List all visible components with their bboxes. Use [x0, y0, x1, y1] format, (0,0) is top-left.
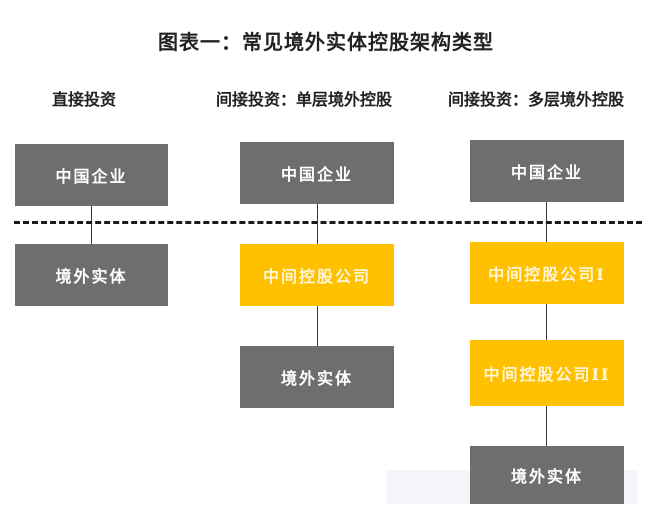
- box-overseas-entity-multi: 境外实体: [470, 446, 624, 504]
- box-chinese-enterprise-single: 中国企业: [240, 142, 394, 204]
- box-overseas-entity-single: 境外实体: [240, 346, 394, 408]
- connector-direct: [91, 206, 92, 244]
- box-intermediate-holding-single: 中间控股公司: [240, 244, 394, 306]
- heading-multi-layer: 间接投资：多层境外控股: [448, 90, 625, 109]
- box-intermediate-holding-2: 中间控股公司II: [470, 340, 624, 406]
- diagram-title: 图表一：常见境外实体控股架构类型: [158, 30, 494, 54]
- heading-single-layer: 间接投资：单层境外控股: [216, 90, 393, 109]
- connector-single-2: [317, 306, 318, 346]
- box-intermediate-holding-1: 中间控股公司I: [470, 242, 624, 304]
- connector-multi-3: [546, 406, 547, 446]
- connector-multi-2: [546, 304, 547, 340]
- box-chinese-enterprise-multi: 中国企业: [470, 140, 624, 202]
- box-chinese-enterprise-direct: 中国企业: [15, 144, 168, 206]
- box-overseas-entity-direct: 境外实体: [15, 244, 168, 306]
- connector-single-1: [317, 204, 318, 244]
- border-divider-line: [14, 221, 642, 224]
- heading-direct: 直接投资: [52, 90, 117, 109]
